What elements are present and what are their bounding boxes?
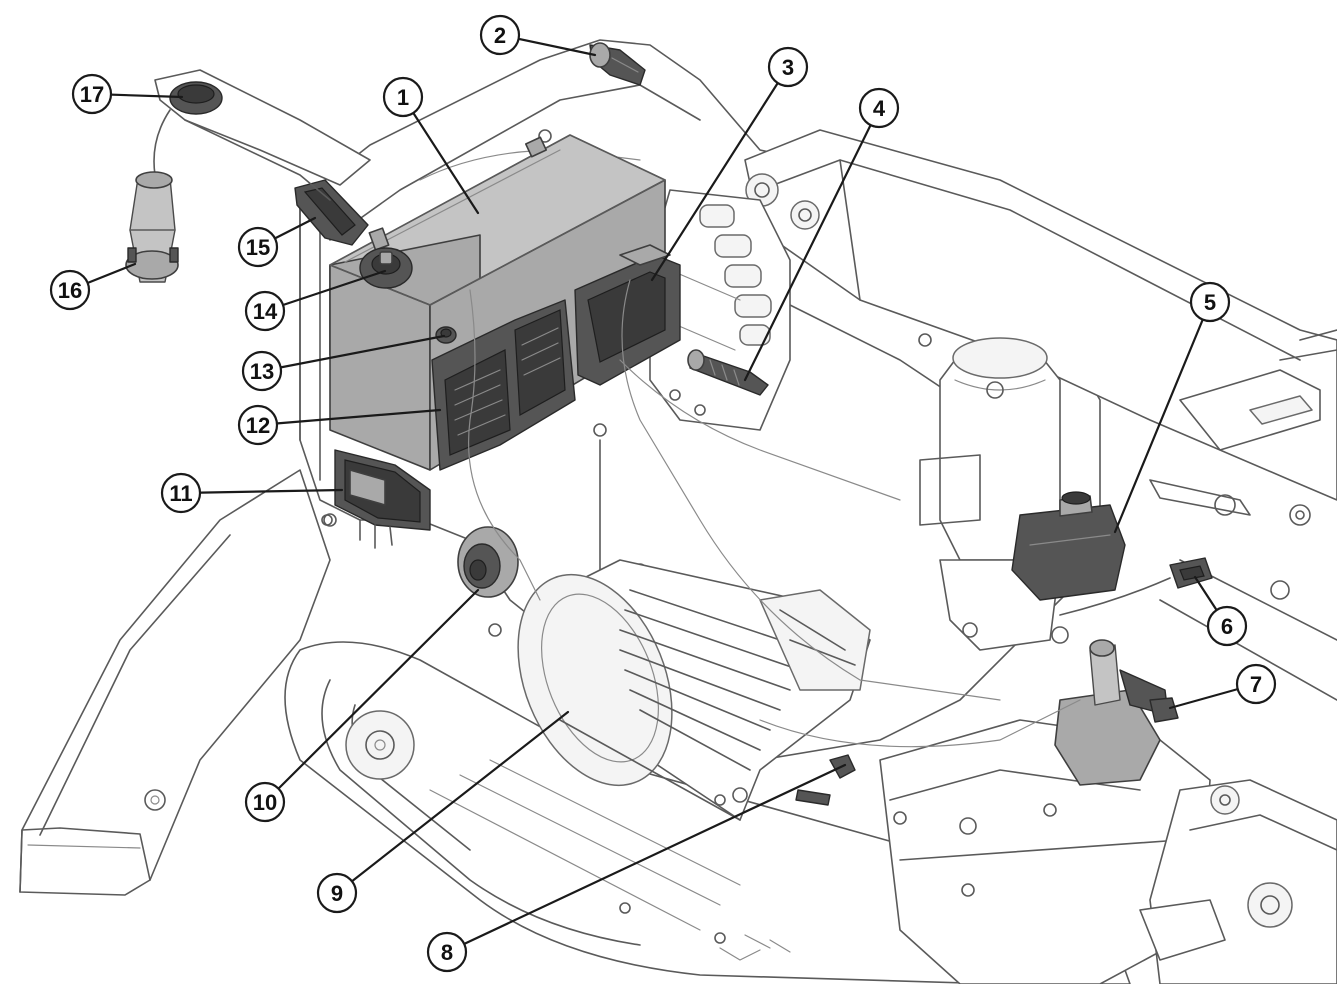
component-14-rotary-switch (359, 247, 413, 289)
callout-5: 5 (1113, 281, 1231, 534)
cable-runs (467, 279, 1081, 748)
component-3-display-unit (574, 244, 681, 386)
callout-16: 16 (49, 262, 137, 311)
component-12-connector (431, 299, 576, 471)
callout-leader-line (401, 95, 480, 215)
component-17-cap (169, 81, 223, 115)
callout-3: 3 (650, 46, 809, 282)
callout-circle (237, 404, 279, 446)
callout-14: 14 (244, 269, 387, 332)
callout-number: 6 (1221, 614, 1233, 639)
callout-circle (1235, 663, 1277, 705)
callout-circle (382, 76, 424, 118)
callout-circle (1189, 281, 1231, 323)
callout-leader-line (260, 334, 446, 373)
callout-number: 3 (782, 55, 794, 80)
callout-leader-line (263, 588, 480, 804)
callout-circle (244, 290, 286, 332)
callout-2: 2 (479, 14, 597, 57)
callout-number: 1 (397, 85, 409, 110)
callout-8: 8 (426, 763, 847, 973)
callout-15: 15 (237, 216, 317, 268)
callout-6: 6 (1193, 575, 1248, 647)
callout-number: 17 (80, 82, 104, 107)
callout-leader-line (650, 65, 790, 282)
callout-circle (49, 269, 91, 311)
callout-12: 12 (237, 404, 442, 446)
component-8-sensor (795, 754, 856, 806)
component-5-reservoir (1011, 491, 1126, 601)
left-boom-arm (19, 469, 331, 896)
component-10-horn (457, 526, 519, 598)
callout-number: 11 (169, 481, 192, 506)
right-lower-frame (879, 719, 1337, 984)
callout-leader-line (179, 488, 344, 495)
callout-number: 7 (1250, 672, 1262, 697)
callout-circle (160, 472, 202, 514)
callout-circle (244, 781, 286, 823)
callout-9: 9 (316, 710, 570, 914)
callout-4: 4 (743, 87, 900, 382)
callout-7: 7 (1168, 663, 1277, 710)
callout-number: 4 (873, 96, 886, 121)
callout-number: 15 (246, 235, 270, 260)
callout-leader-line (256, 408, 442, 427)
callout-number: 2 (494, 23, 506, 48)
electric-motor (517, 559, 871, 821)
callout-circle (479, 14, 521, 56)
callout-circle (71, 73, 113, 115)
callout-leader-line (263, 269, 387, 313)
callout-circle (316, 872, 358, 914)
component-11-relay-block (321, 449, 431, 549)
component-6-connector (1059, 557, 1213, 616)
callout-number: 12 (246, 413, 270, 438)
component-2-sensor (589, 42, 646, 86)
callout-leader-line (335, 710, 570, 895)
callout-leader-line (743, 106, 881, 382)
callout-1: 1 (382, 76, 480, 215)
callout-number: 10 (253, 790, 277, 815)
callout-number: 13 (250, 359, 274, 384)
callout-13: 13 (241, 334, 446, 392)
right-boom-arm (744, 129, 1337, 701)
callout-circle (241, 350, 283, 392)
component-16-socket (125, 171, 179, 283)
component-7-control-lever (1054, 639, 1179, 786)
callout-10: 10 (244, 588, 480, 823)
callout-number: 16 (58, 278, 82, 303)
callout-circle (237, 226, 279, 268)
callout-number: 8 (441, 940, 453, 965)
hydraulic-pump (919, 337, 1069, 651)
callout-circle (767, 46, 809, 88)
component-15-bracket (294, 179, 369, 246)
callout-leader-line (445, 763, 847, 954)
callout-17: 17 (71, 73, 184, 115)
callout-circle (426, 931, 468, 973)
callout-number: 14 (253, 299, 278, 324)
callout-11: 11 (160, 472, 344, 514)
callout-number: 5 (1204, 290, 1216, 315)
callout-number: 9 (331, 881, 343, 906)
component-13-bolt (435, 326, 457, 344)
callout-circle (858, 87, 900, 129)
callout-leader-line (1113, 300, 1212, 534)
hydraulic-valve-block (649, 189, 791, 431)
callout-circle (1206, 605, 1248, 647)
